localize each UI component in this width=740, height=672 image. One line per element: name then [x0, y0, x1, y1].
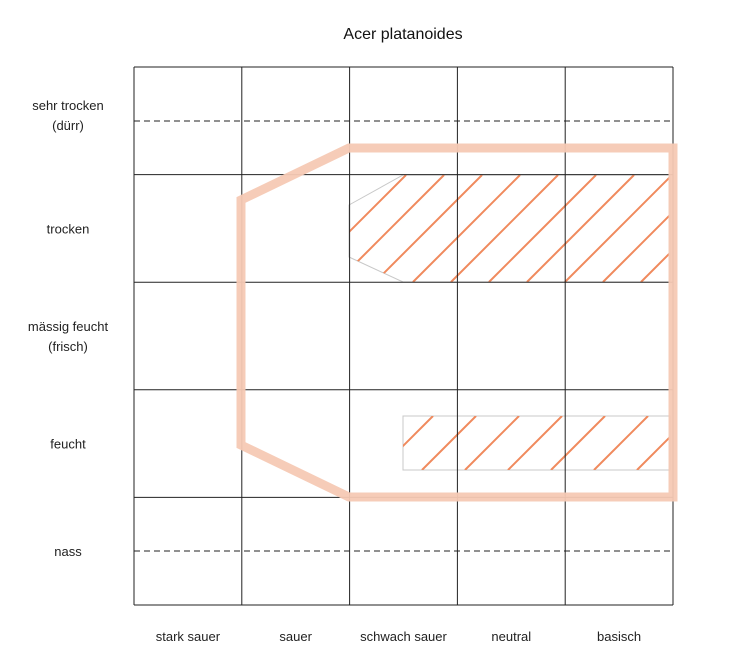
hatch-line [636, 435, 670, 470]
grid [133, 66, 674, 606]
hatch-line [717, 175, 740, 282]
range-outline [236, 143, 678, 502]
hatch-line [640, 175, 670, 282]
acidity-label: sauer [279, 629, 312, 644]
hatch-line [336, 416, 390, 470]
optimum-area-moist [336, 415, 740, 471]
moisture-axis-labels: sehr trocken (dürr) trocken mässig feucht (f… [28, 98, 109, 559]
moisture-label: sehr trocken [32, 98, 104, 113]
hatch-line [723, 416, 740, 470]
hatch-line [464, 416, 520, 470]
moisture-label: trocken [47, 221, 90, 236]
hatch-line [421, 416, 477, 470]
acidity-label: basisch [597, 629, 641, 644]
hatch-line [488, 175, 597, 282]
hatch-line [450, 175, 559, 282]
acidity-label: stark sauer [156, 629, 221, 644]
hatch-line [374, 175, 483, 282]
hatch-line [593, 416, 649, 470]
diagram-title: Acer platanoides [343, 26, 462, 43]
hatch-line [403, 416, 434, 448]
hatch-line [412, 175, 521, 282]
acidity-label: schwach sauer [360, 629, 447, 644]
moisture-label: feucht [50, 437, 86, 452]
hatch-line [679, 175, 740, 282]
moisture-label: mässig feucht [28, 319, 109, 334]
hatch-line [526, 175, 635, 282]
hatch-line [507, 416, 563, 470]
hatch-line [550, 416, 606, 470]
hatch-line [602, 175, 670, 282]
hatch-line [680, 416, 734, 470]
optimum-area-dry-border [348, 174, 671, 283]
moisture-label: (frisch) [48, 339, 88, 354]
optimum-area-moist-border [402, 415, 671, 471]
acidity-label: neutral [491, 629, 531, 644]
moisture-label: nass [54, 544, 82, 559]
hatch-line [564, 175, 670, 282]
optimum-area-dry [348, 174, 740, 283]
hatch-line [349, 175, 407, 282]
moisture-label: (dürr) [52, 118, 84, 133]
acidity-axis-labels: stark sauer sauer schwach sauer neutral basi… [156, 629, 641, 644]
